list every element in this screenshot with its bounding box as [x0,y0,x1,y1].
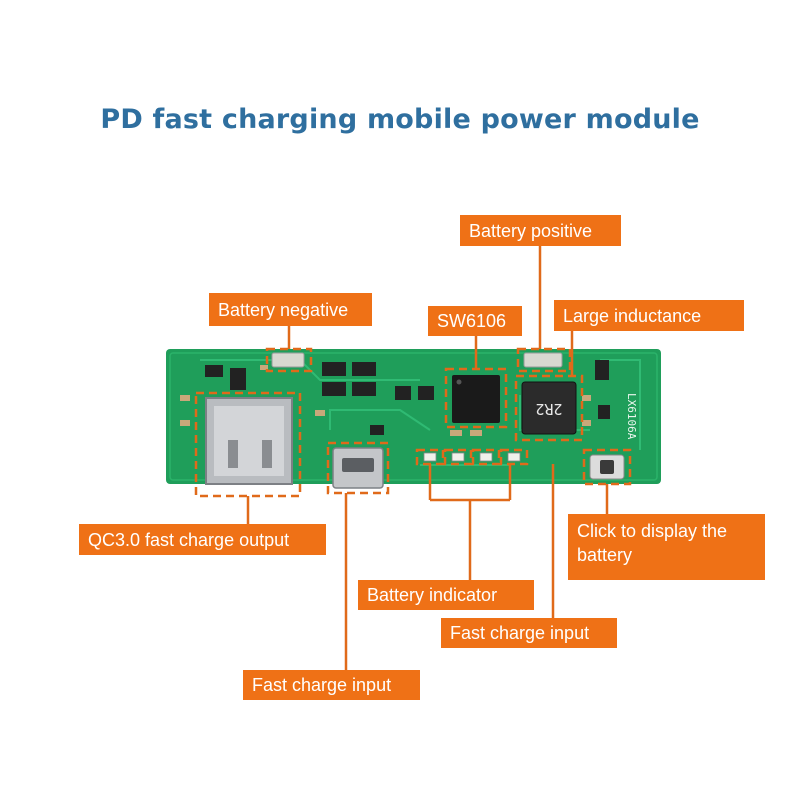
battery-negative-pad [271,352,305,368]
led-1 [423,452,437,462]
label-sw6106: SW6106 [428,306,522,336]
highlight-inductor [514,374,584,442]
inductor [521,381,577,435]
highlight-button [582,448,632,486]
sw6106-chip [452,375,500,423]
led-2 [451,452,465,462]
led-3 [479,452,493,462]
highlight-chip [444,367,508,429]
battery-positive-pad [523,352,563,368]
label-click-display: Click to display the battery [568,514,765,580]
label-battery-positive: Battery positive [460,215,621,246]
label-qc-output: QC3.0 fast charge output [79,524,326,555]
highlight-led-4 [499,448,529,466]
highlight-battery-positive [516,347,572,373]
label-large-inductance: Large inductance [554,300,744,331]
highlight-led-1 [415,448,445,466]
highlight-led-3 [471,448,501,466]
highlight-usb-a [194,391,302,498]
highlight-micro-usb [326,441,390,495]
label-fast-charge-input-right: Fast charge input [441,618,617,648]
highlight-led-2 [443,448,473,466]
highlight-battery-negative [265,347,313,373]
label-battery-negative: Battery negative [209,293,372,326]
board-marking: LX6106A [625,393,638,440]
page-title: PD fast charging mobile power module [100,104,700,135]
inductor-marking: 2R2 [535,400,562,418]
label-battery-indicator: Battery indicator [358,580,534,610]
label-fast-charge-input-left: Fast charge input [243,670,420,700]
led-4 [507,452,521,462]
